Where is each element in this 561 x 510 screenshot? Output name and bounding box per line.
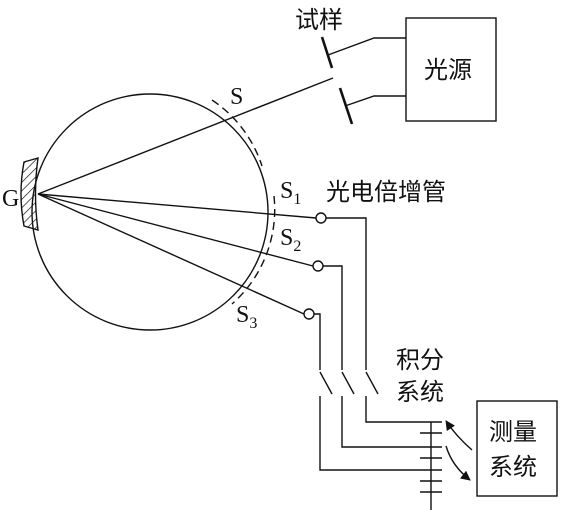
capacitor-wire-3 <box>319 396 420 471</box>
ray-s1 <box>37 193 317 219</box>
integration-switch-1 <box>365 371 379 395</box>
entrance-slit-dashed-arc <box>211 99 263 167</box>
slit-entrance-label: S <box>230 84 243 110</box>
sample-electrode-upper <box>320 36 334 69</box>
integration-switch-2 <box>341 371 355 395</box>
ray-s3 <box>37 193 305 315</box>
photomultiplier-terminal-1 <box>315 212 327 224</box>
slit-3-label: S3 <box>236 302 257 332</box>
signal-wire-2 <box>323 265 343 370</box>
switch-arrow-lower <box>445 445 471 481</box>
light-source-label: 光源 <box>424 56 472 84</box>
integration-switch-3 <box>319 371 333 395</box>
integration-label-line2: 系统 <box>396 378 444 406</box>
slit-2-label: S2 <box>280 225 301 255</box>
exit-slit-dashed-arc <box>231 195 276 305</box>
measurement-system-box <box>476 400 558 497</box>
switch-arrow-upper <box>445 420 473 451</box>
light-source-box <box>405 17 497 122</box>
sample-label: 试样 <box>295 6 343 34</box>
capacitor-wire-2 <box>341 396 420 448</box>
signal-wire-3 <box>314 313 321 370</box>
concave-grating <box>20 157 39 231</box>
measurement-label-line1: 测量 <box>489 418 537 446</box>
photomultiplier-label: 光电倍增管 <box>326 178 446 206</box>
capacitor-wire-1 <box>365 396 420 423</box>
ray-s2 <box>37 193 314 267</box>
photomultiplier-terminal-2 <box>312 260 324 272</box>
slit-1-label: S1 <box>280 178 301 208</box>
ray-entrance <box>37 77 334 195</box>
photomultiplier-terminal-3 <box>303 308 315 320</box>
measurement-label-line2: 系统 <box>489 453 537 481</box>
sample-lead-upper <box>327 37 406 56</box>
integration-label-line1: 积分 <box>396 346 444 374</box>
rowland-circle <box>31 93 269 331</box>
sample-lead-lower <box>344 95 406 107</box>
signal-wire-1 <box>326 217 367 370</box>
grating-label: G <box>2 186 19 212</box>
